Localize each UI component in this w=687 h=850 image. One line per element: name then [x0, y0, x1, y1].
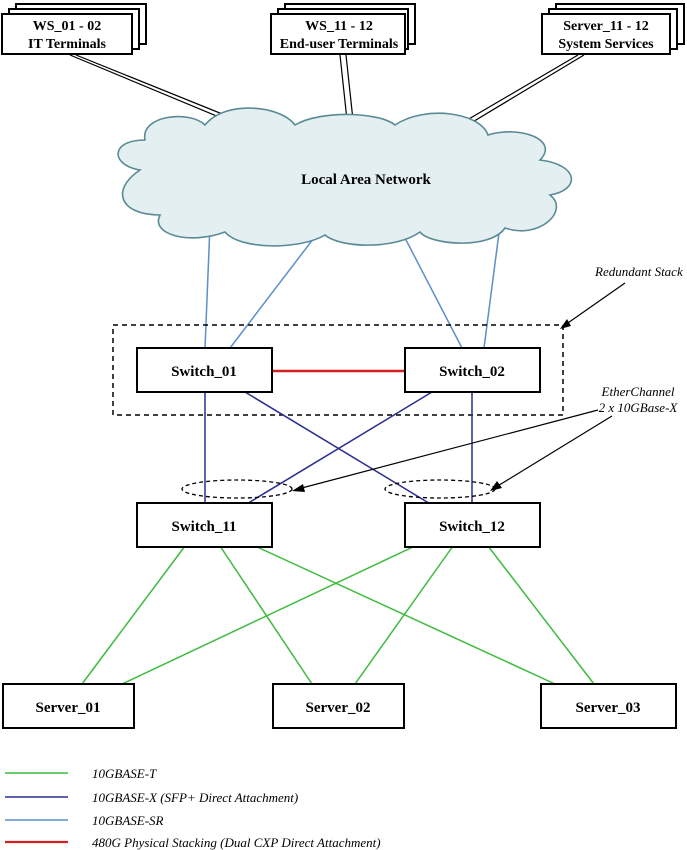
terminal-enduser-name: WS_11 - 12: [305, 19, 373, 34]
etherchannel-pointer-11: [297, 409, 599, 490]
redundant-stack-pointer: [564, 282, 626, 326]
etherchannel-arrowhead-11: [292, 484, 305, 492]
lan-cloud-label: Local Area Network: [301, 172, 431, 188]
legend-label-10gbase-x: 10GBASE-X (SFP+ Direct Attachment): [92, 790, 298, 805]
switch-11[interactable]: Switch_11: [136, 502, 273, 548]
legend-label-480g-stacking: 480G Physical Stacking (Dual CXP Direct …: [92, 835, 381, 850]
switch-01[interactable]: Switch_01: [136, 347, 273, 393]
legend-label-10gbase-t: 10GBASE-T: [92, 766, 157, 781]
etherchannel-arrowhead-12: [490, 481, 502, 491]
legend-label-10gbase-sr: 10GBASE-SR: [92, 813, 164, 828]
switch-12-label: Switch_12: [439, 519, 505, 535]
server-01[interactable]: Server_01: [2, 683, 135, 729]
server-01-label: Server_01: [36, 700, 101, 716]
switch-02[interactable]: Switch_02: [404, 347, 541, 393]
links-10gbase-sr: [204, 224, 501, 349]
terminal-group-it[interactable]: WS_01 - 02 IT Terminals: [1, 3, 147, 55]
redundant-stack-region: [112, 324, 564, 416]
etherchannel-label-line1: EtherChannel: [601, 384, 675, 399]
lan-cloud: Local Area Network: [117, 107, 573, 247]
etherchannel-label-line2: 2 x 10GBase-X: [599, 400, 679, 415]
etherchannel-pointer-12: [495, 415, 613, 488]
switch-02-label: Switch_02: [439, 364, 505, 380]
switch-01-label: Switch_01: [171, 364, 237, 380]
links-10gbase-t: [81, 545, 595, 685]
etherchannel-ellipse-switch-11: [181, 479, 293, 499]
terminal-group-services[interactable]: Server_11 - 12 System Services: [541, 3, 685, 55]
redundant-stack-arrowhead: [560, 319, 571, 329]
terminal-services-name: Server_11 - 12: [563, 19, 649, 34]
legend: 10GBASE-T 10GBASE-X (SFP+ Direct Attachm…: [5, 766, 381, 850]
server-02-label: Server_02: [306, 700, 371, 716]
terminal-group-enduser[interactable]: WS_11 - 12 End-user Terminals: [270, 3, 416, 55]
etherchannel-ellipse-switch-12: [384, 479, 496, 499]
redundant-stack-label: Redundant Stack: [594, 264, 683, 279]
server-02[interactable]: Server_02: [272, 683, 405, 729]
terminal-enduser-role: End-user Terminals: [280, 37, 399, 52]
server-03-label: Server_03: [576, 700, 641, 716]
links-10gbase-x: [204, 391, 473, 506]
switch-12[interactable]: Switch_12: [404, 502, 541, 548]
terminal-services-role: System Services: [558, 37, 654, 52]
server-03[interactable]: Server_03: [540, 683, 677, 729]
switch-11-label: Switch_11: [171, 519, 236, 535]
terminal-it-role: IT Terminals: [28, 37, 106, 52]
terminal-it-name: WS_01 - 02: [33, 19, 101, 34]
